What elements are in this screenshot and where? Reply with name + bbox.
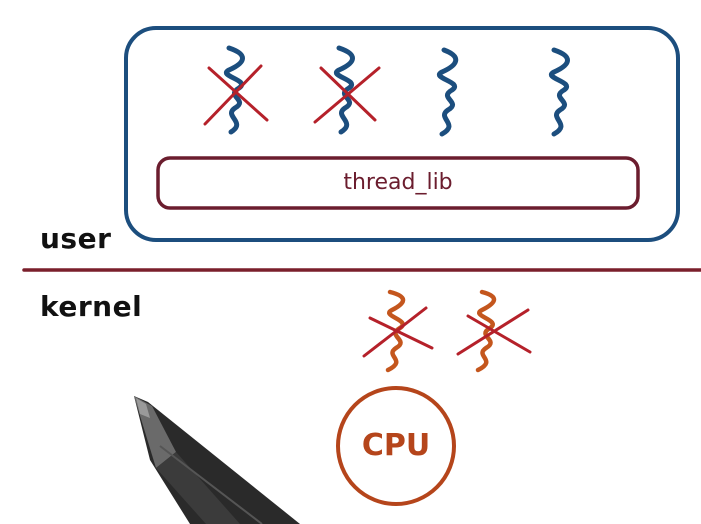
kernel-space-label: kernel	[40, 290, 143, 323]
cross-out-mark	[362, 306, 434, 358]
cross-out-mark	[203, 64, 269, 126]
user-thread-3	[436, 47, 459, 137]
kernel-thread-1	[362, 289, 434, 373]
thread-squiggle-icon	[436, 47, 459, 137]
user-thread-4	[548, 47, 570, 137]
user-thread-1	[203, 45, 269, 135]
user-space-box	[124, 26, 680, 242]
stylus-pen-icon	[134, 396, 300, 524]
cross-out-mark	[313, 66, 381, 124]
cross-out-mark	[456, 308, 532, 356]
kernel-thread-2	[456, 289, 532, 373]
thread-squiggle-icon	[333, 45, 355, 135]
thread-lib-box	[156, 156, 640, 210]
user-thread-2	[313, 45, 381, 135]
cpu-circle	[336, 386, 456, 506]
thread-squiggle-icon	[548, 47, 570, 137]
cpu-label: CPU	[361, 428, 431, 463]
user-space-label: user	[40, 222, 112, 255]
thread-lib-label: thread_lib	[343, 170, 453, 195]
